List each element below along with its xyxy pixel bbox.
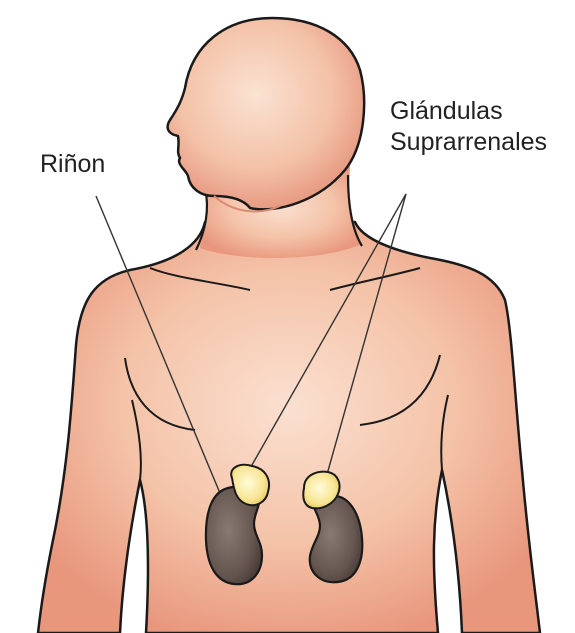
torso-shape: [38, 222, 540, 633]
label-kidney: Riñon: [40, 149, 105, 180]
label-adrenal-line1: Glándulas: [390, 96, 547, 127]
head-shape: [168, 18, 364, 209]
label-adrenal-line2: Suprarrenales: [390, 127, 547, 158]
label-adrenal-glands: Glándulas Suprarrenales: [390, 96, 547, 158]
